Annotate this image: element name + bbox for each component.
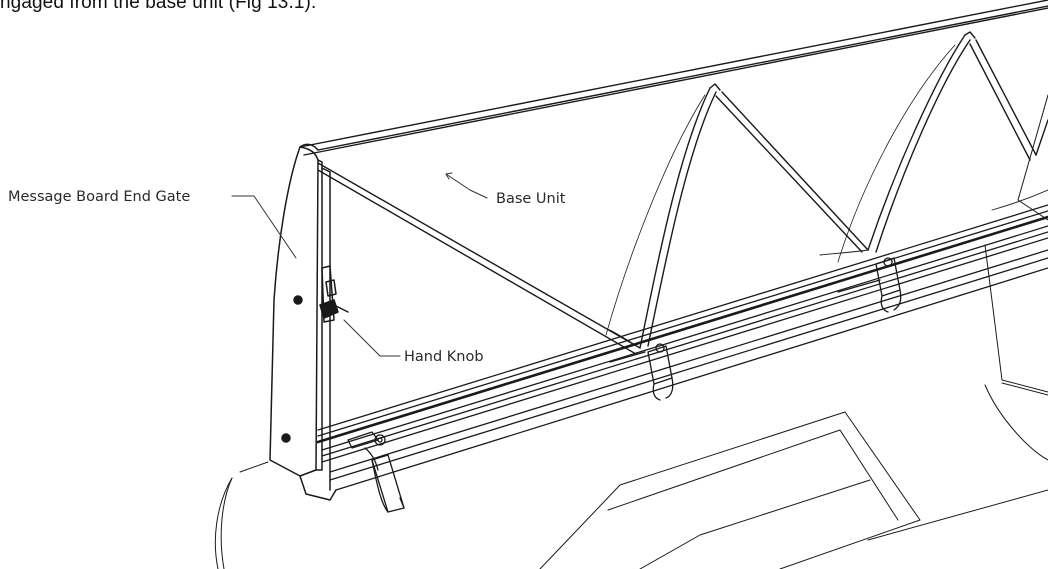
figure-caption-text: ngaged from the base unit (Fig 13.1). xyxy=(0,0,317,13)
base-floor-outline xyxy=(214,94,1048,569)
callout-hand-knob: Hand Knob xyxy=(404,349,484,365)
bottom-rail xyxy=(316,204,1048,491)
truss-braces xyxy=(317,31,1048,355)
rail-clamp-middle xyxy=(647,343,674,401)
callout-end-gate: Message Board End Gate xyxy=(8,189,190,205)
rail-clamp-right xyxy=(875,257,902,313)
end-gate xyxy=(269,146,349,501)
callout-base-unit: Base Unit xyxy=(496,191,566,207)
top-rail xyxy=(299,0,1048,156)
rail-clamp-left xyxy=(347,431,405,513)
callout-leaders xyxy=(231,172,488,357)
